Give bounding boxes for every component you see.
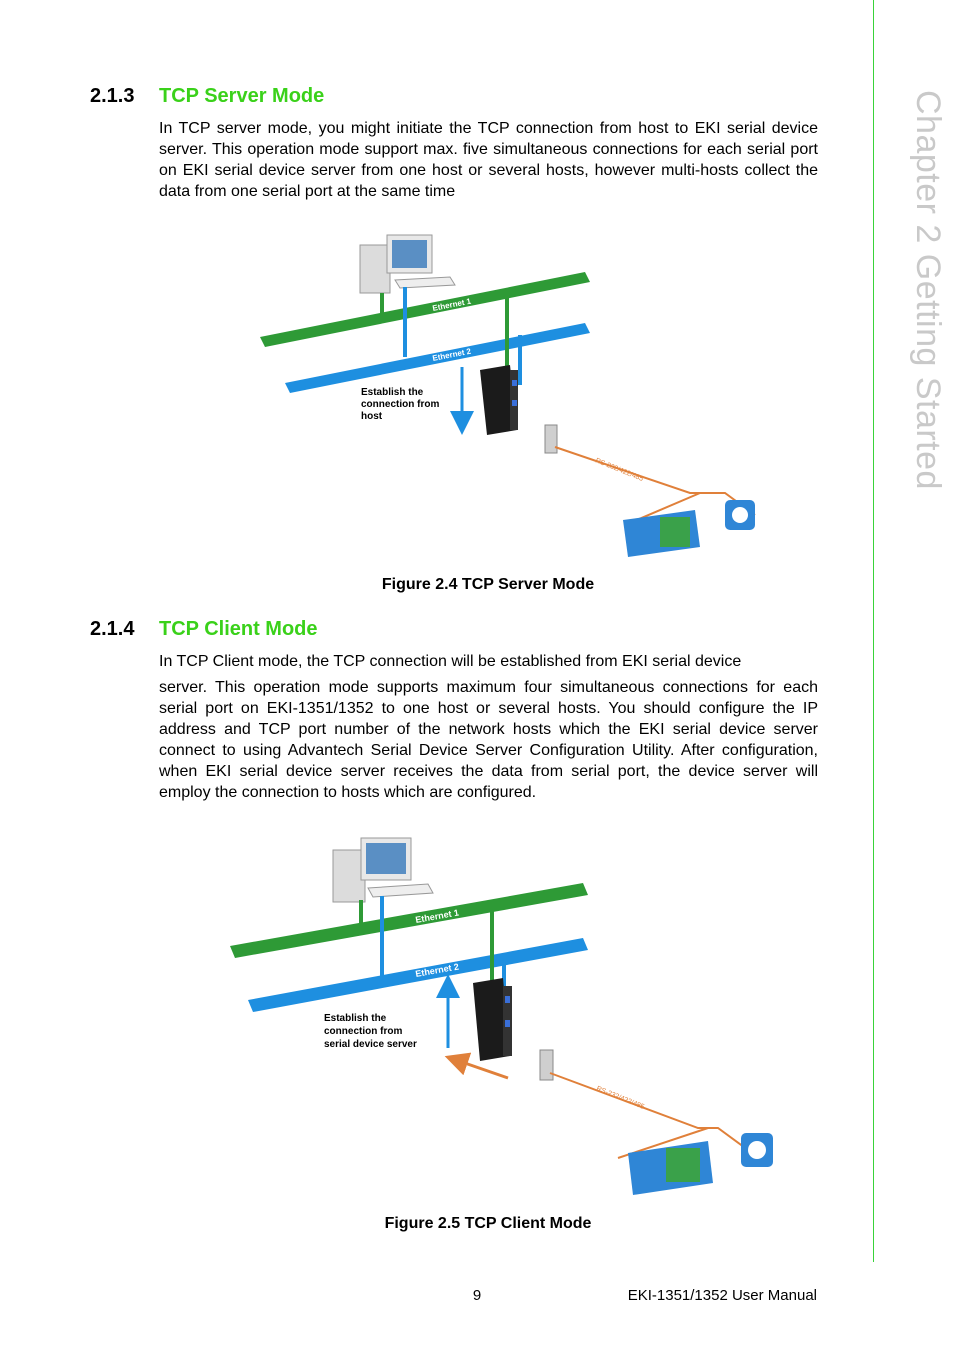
tcp-server-paragraph: In TCP server mode, you might initiate t… [159,120,818,200]
manual-title: EKI-1351/1352 User Manual [627,1287,817,1304]
eki-device-icon [480,365,518,435]
section-number: 2.1.3 [90,85,135,107]
serial-label: RS-232/422/485 [595,1085,645,1111]
eki-device-icon [473,978,512,1061]
annotation-line-3: serial device server [324,1039,417,1050]
io-module-icon [623,510,700,557]
section-number: 2.1.4 [90,618,135,640]
section-heading-tcp-server: 2.1.3 TCP Server Mode [90,85,324,108]
annotation-line-2: connection from [361,399,439,410]
page-number: 9 [472,1287,482,1304]
tcp-server-mode-figure: Ethernet 1 Ethernet 2 Establish the conn… [260,234,756,557]
ethernet2-line [285,323,590,393]
section-title: TCP Server Mode [159,85,325,107]
figure-caption: Figure 2.4 TCP Server Mode [381,576,595,593]
annotation-line-3: host [361,411,383,422]
sidebar-rule [873,0,874,1262]
host-computer-icon [359,234,456,294]
data-arrow [444,1052,509,1080]
serial-label: RS-232/422/485 [594,457,644,483]
figure-caption: Figure 2.5 TCP Client Mode [384,1215,592,1232]
ethernet1-line [230,883,588,958]
serial-adapter-icon [544,424,558,454]
annotation-line-1: Establish the [361,387,424,398]
tcp-client-paragraph-first-line: In TCP Client mode, the TCP connection w… [159,653,742,670]
chapter-side-label: Chapter 2 Getting Started [909,90,947,490]
annotation-line-1: Establish the [324,1013,387,1024]
io-module-icon [628,1141,713,1195]
host-computer-icon [332,837,434,903]
io-sensor-icon [741,1133,773,1167]
section-title: TCP Client Mode [159,618,318,640]
serial-cable [549,1072,749,1151]
serial-cable [554,446,756,516]
ethernet1-line [260,272,590,347]
io-sensor-icon [725,500,755,530]
serial-adapter-icon [539,1049,554,1081]
annotation-line-2: connection from [324,1026,402,1037]
tcp-client-paragraph: server. This operation mode supports max… [159,679,818,801]
tcp-client-mode-figure: Ethernet 1 Ethernet 2 Establish the conn… [230,837,773,1195]
section-heading-tcp-client: 2.1.4 TCP Client Mode [90,618,318,641]
